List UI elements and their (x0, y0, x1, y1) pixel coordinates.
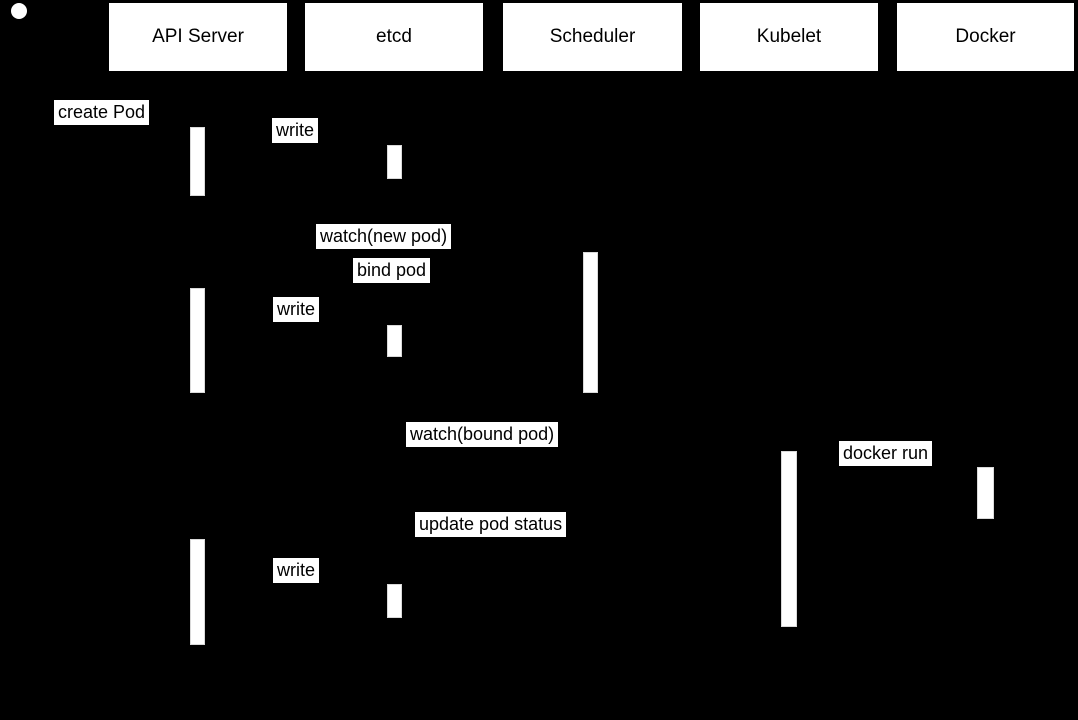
message-label-write-1: write (272, 118, 319, 143)
activation-api-server-3 (190, 539, 205, 645)
message-label-bind-pod: bind pod (353, 258, 431, 283)
message-label-update-pod-status: update pod status (415, 512, 567, 537)
message-label-watch-new-pod: watch(new pod) (316, 224, 452, 249)
participant-docker: Docker (897, 3, 1074, 71)
activation-kubelet-1 (781, 451, 797, 627)
message-label-create-pod: create Pod (54, 100, 150, 125)
actor-dot (11, 3, 27, 19)
activation-etcd-2 (387, 325, 402, 357)
participant-label-docker: Docker (955, 26, 1016, 47)
participant-kubelet: Kubelet (700, 3, 878, 71)
participant-label-scheduler: Scheduler (549, 26, 636, 47)
participant-label-kubelet: Kubelet (756, 26, 822, 47)
message-label-docker-run: docker run (839, 441, 933, 466)
participant-scheduler: Scheduler (503, 3, 682, 71)
activation-api-server-2 (190, 288, 205, 393)
activation-etcd-1 (387, 145, 402, 179)
message-label-write-3: write (273, 558, 320, 583)
message-label-watch-bound-pod: watch(bound pod) (406, 422, 559, 447)
activation-docker-1 (977, 467, 994, 519)
activation-api-server-1 (190, 127, 205, 196)
participant-api-server: API Server (109, 3, 287, 71)
activation-scheduler-1 (583, 252, 598, 393)
activation-etcd-3 (387, 584, 402, 618)
participant-label-api-server: API Server (152, 26, 244, 47)
message-label-write-2: write (273, 297, 320, 322)
participant-etcd: etcd (305, 3, 483, 71)
participant-label-etcd: etcd (376, 26, 412, 47)
